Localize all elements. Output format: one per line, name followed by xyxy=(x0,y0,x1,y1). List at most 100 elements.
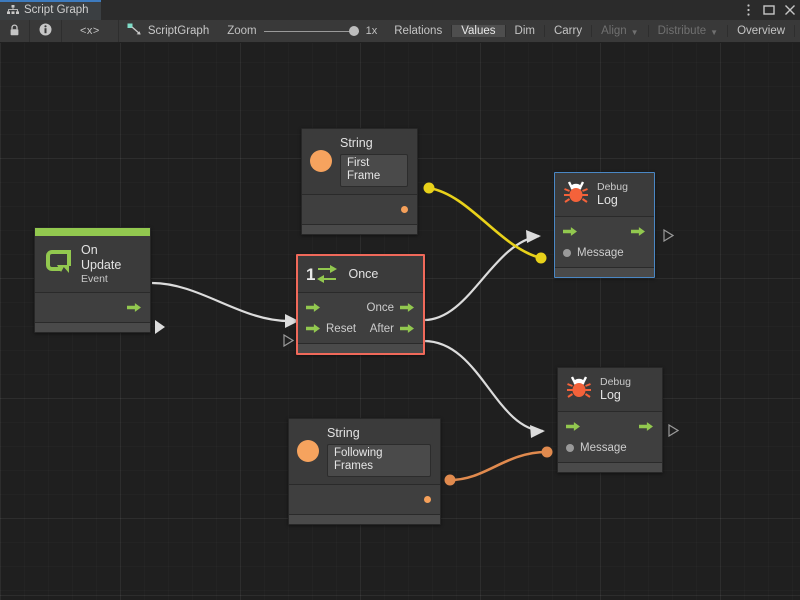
node-footer xyxy=(35,321,150,332)
node-header: On Update Event xyxy=(35,236,150,293)
once-loop-arrows-icon xyxy=(317,265,338,283)
node-body: Message xyxy=(555,217,654,267)
port-row-message: Message xyxy=(555,242,654,263)
tab-script-graph[interactable]: Script Graph xyxy=(0,0,101,20)
flow-out-port[interactable] xyxy=(639,421,653,432)
graph-hierarchy-icon xyxy=(7,4,19,16)
graph-breadcrumb[interactable]: ScriptGraph xyxy=(119,20,219,42)
flow-out-port-after[interactable]: After xyxy=(370,323,414,335)
node-debug-log-top[interactable]: Debug Log xyxy=(554,172,655,278)
flow-arrow-icon xyxy=(306,303,320,312)
node-string-following-frames[interactable]: String Following Frames xyxy=(288,418,441,525)
node-header: 1 Once xyxy=(298,256,423,293)
toolbar-button-label: Dim xyxy=(514,25,535,37)
graph-canvas[interactable]: On Update Event xyxy=(0,43,800,600)
scriptgraph-icon xyxy=(127,23,141,39)
node-title: Log xyxy=(597,193,618,208)
node-title: Once xyxy=(348,267,379,281)
node-footer xyxy=(289,513,440,524)
edge-endpoint-dot xyxy=(423,182,435,194)
flow-out-port[interactable] xyxy=(127,302,141,313)
bug-icon xyxy=(563,180,589,209)
code-view-button[interactable]: <x> xyxy=(62,20,119,42)
node-subtitle: Debug xyxy=(597,180,628,193)
toolbar-button-label: Values xyxy=(461,25,496,37)
zoom-value-label: 1x xyxy=(365,25,378,37)
toolbar-button-overview[interactable]: Overview xyxy=(728,25,796,37)
node-footer xyxy=(302,223,417,234)
port-label: After xyxy=(369,322,394,335)
flow-arrow-icon xyxy=(127,303,141,312)
flow-arrow-icon xyxy=(306,324,320,333)
node-body: Message xyxy=(558,412,662,462)
edge-string-following-to-message xyxy=(449,450,548,482)
graph-name-label: ScriptGraph xyxy=(147,25,210,37)
node-debug-log-bottom[interactable]: Debug Log xyxy=(557,367,663,473)
node-header: Debug Log xyxy=(558,368,662,412)
port-label: Message xyxy=(577,246,624,259)
value-out-port[interactable] xyxy=(424,495,431,503)
message-in-port[interactable]: Message xyxy=(566,442,627,454)
toolbar-button-values[interactable]: Values xyxy=(452,25,506,37)
edge-arrowhead xyxy=(530,425,545,438)
toolbar-button-relations[interactable]: Relations xyxy=(385,25,453,37)
info-button[interactable] xyxy=(30,20,62,42)
value-port-dot-icon xyxy=(566,443,574,452)
zoom-control[interactable]: Zoom 1x xyxy=(219,20,385,42)
window-tabbar: Script Graph xyxy=(0,0,800,20)
lock-button[interactable] xyxy=(0,20,30,42)
flow-arrow-icon xyxy=(566,422,580,431)
toolbar-button-label: Relations xyxy=(394,25,443,37)
connector-triangle-onupdate-out xyxy=(155,320,165,334)
flow-arrow-icon xyxy=(631,227,645,236)
port-row-after: Reset After xyxy=(298,318,423,339)
flow-in-port[interactable] xyxy=(563,226,577,237)
value-out-port[interactable] xyxy=(401,205,408,213)
node-on-update[interactable]: On Update Event xyxy=(34,227,151,333)
string-value-input[interactable]: Following Frames xyxy=(327,443,431,477)
close-icon[interactable] xyxy=(784,4,796,16)
chevron-down-icon: ▼ xyxy=(630,27,639,37)
message-in-port[interactable]: Message xyxy=(563,247,624,259)
port-row xyxy=(302,199,417,220)
node-once[interactable]: 1 Once Once xyxy=(296,254,425,355)
edge-onupdate-to-once xyxy=(151,281,290,323)
zoom-slider[interactable] xyxy=(263,25,359,37)
value-port-dot-icon xyxy=(563,248,571,257)
edge-string-first-to-message xyxy=(428,186,542,260)
toolbar-button-distribute[interactable]: Distribute ▼ xyxy=(649,25,729,37)
bug-icon xyxy=(566,375,592,404)
toolbar-button-align[interactable]: Align ▼ xyxy=(592,25,649,37)
flow-in-port-reset[interactable]: Reset xyxy=(306,323,356,335)
port-row-flow xyxy=(558,416,662,437)
toolbar-button-carry[interactable]: Carry xyxy=(545,25,593,37)
flow-in-port[interactable] xyxy=(306,302,320,313)
node-string-first-frame[interactable]: String First Frame xyxy=(301,128,418,235)
maximize-icon[interactable] xyxy=(763,4,775,16)
toolbar-buttons: Relations Values Dim Carry Align ▼ Distr… xyxy=(385,20,800,42)
node-body xyxy=(302,194,417,224)
flow-out-port-once[interactable]: Once xyxy=(367,302,414,314)
flow-arrow-icon xyxy=(400,324,414,333)
connector-triangle-debuglog-top-out xyxy=(663,228,675,243)
zoom-label: Zoom xyxy=(227,25,257,37)
chevron-down-icon: ▼ xyxy=(710,27,719,37)
toolbar-button-dim[interactable]: Dim xyxy=(506,25,545,37)
node-footer xyxy=(298,343,423,353)
port-label: Reset xyxy=(326,322,357,335)
toolbar-button-label: Distribute xyxy=(657,25,707,37)
node-footer xyxy=(558,462,662,472)
zoom-slider-handle[interactable] xyxy=(348,26,359,36)
more-options-icon[interactable] xyxy=(742,4,754,16)
info-icon xyxy=(39,23,52,39)
toolbar-button-full-screen[interactable]: Full Screen xyxy=(795,25,800,37)
toolbar-button-label: Align xyxy=(601,25,627,37)
window-controls xyxy=(742,0,796,20)
zoom-slider-track xyxy=(263,30,359,32)
lock-icon xyxy=(9,23,20,39)
flow-in-port[interactable] xyxy=(566,421,580,432)
node-title: String xyxy=(340,136,373,150)
flow-out-port[interactable] xyxy=(631,226,645,237)
string-value-input[interactable]: First Frame xyxy=(340,153,408,187)
